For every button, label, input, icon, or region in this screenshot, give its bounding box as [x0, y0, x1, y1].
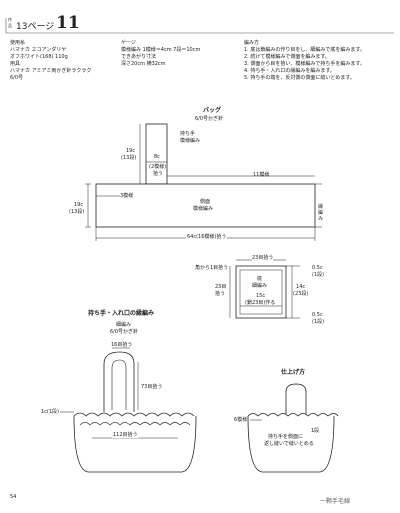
handle-height: 19c	[126, 148, 136, 154]
bag-side-shape	[95, 183, 316, 228]
method-title: 編み方	[244, 40, 260, 46]
gauge-value: 模様編み 1模様＝4cm 7段＝10cm	[121, 47, 201, 53]
edge-handle-side: 73目拾う	[141, 384, 163, 390]
edge-scallop-inner	[79, 422, 191, 426]
materials-color: オフホワイト(168) 110g	[10, 54, 68, 60]
tools-hook-size: 6/0号	[10, 75, 24, 81]
finish-six-patterns: 6模様	[234, 417, 248, 423]
edge-hook: 6/0号かぎ針	[110, 329, 139, 335]
bottom-stitch: 細編み	[252, 283, 268, 289]
page-number: 54	[10, 494, 17, 500]
edge-scallop	[73, 412, 195, 417]
corner-pickup: 角から1目拾う	[195, 265, 229, 271]
side-rows: (13段)	[69, 209, 85, 215]
finish-note-2: 返し縫いで縫いとめる	[264, 441, 314, 447]
side-title: 側面	[200, 199, 211, 205]
bottom-outer	[235, 265, 287, 319]
bottom-left-stitches: 23目	[215, 284, 227, 290]
tools-hook: ハマナカ アミアミ両かぎ針ラクラク	[10, 68, 92, 74]
method-step-1: 1. 底は鎖編みの作り目をし、細編みで底を編みます。	[244, 47, 365, 53]
materials-yarn: ハマナカ エコアンダリヤ	[10, 47, 67, 53]
watermark: 一颗手毛線	[320, 498, 351, 505]
edge-bottom: 112目拾う	[112, 432, 139, 438]
finish-bag-body	[247, 415, 335, 473]
side-height: 19c	[74, 202, 84, 208]
handle-width-patterns: (2模様)	[149, 164, 167, 170]
handle-width: 8c	[154, 154, 160, 160]
handle-rows: (13段)	[121, 155, 137, 161]
handle-label: 持ち手	[180, 131, 196, 137]
edge-bag-body	[73, 415, 197, 473]
side-pattern: 模様編み	[193, 206, 214, 212]
size-value: 深さ20cm 横32cm	[121, 61, 166, 67]
bottom-inner	[239, 269, 283, 315]
method-step-5: 5. 持ち手の端を、反対側の側面に縫いとめます。	[244, 75, 355, 81]
bottom-border-bottom-rows: (1段)	[312, 319, 325, 325]
pattern-number: 11	[56, 13, 80, 33]
bottom-width: 15c	[256, 293, 266, 299]
handle-pattern: 模様編み	[180, 138, 201, 144]
method-step-4: 4. 持ち手・入れ口の縁編みを編みます。	[244, 68, 335, 74]
header-side-kana: 作品	[8, 17, 12, 28]
gauge-title: ゲージ	[121, 40, 136, 46]
materials-title: 使用糸	[10, 40, 26, 46]
side-bottom-pickup: 64c(16模様)拾う	[186, 234, 228, 240]
finish-one-row: 1段	[311, 428, 320, 434]
edge-left: 1c(1段)	[41, 409, 60, 415]
bottom-border-top: 0.5c	[312, 265, 323, 271]
finish-title: 仕上げ方	[281, 369, 306, 376]
edge-handle-top: 16目拾う	[111, 342, 133, 348]
side-pattern-count: 11模様	[253, 172, 270, 178]
bottom-top-pickup: 23目拾う	[252, 255, 274, 261]
bottom-title: 底	[257, 276, 263, 282]
edge-label: 縁編み	[318, 204, 324, 222]
bottom-border-bottom: 0.5c	[312, 312, 323, 318]
tools-title: 用具	[10, 61, 21, 67]
handle-pickup: 拾う	[153, 171, 164, 177]
bottom-border-top-rows: (1段)	[312, 272, 325, 278]
page-reference: 13ページ	[16, 22, 55, 32]
method-step-2: 2. 続けて模様編みで側面を編みます。	[244, 54, 330, 60]
three-patterns: 3模様	[120, 193, 134, 199]
bottom-left-pickup: 拾う	[215, 291, 226, 297]
finish-note-1: 持ち手を側面に	[268, 434, 304, 440]
bottom-chain: (鎖23目)作る	[245, 300, 276, 306]
edge-stitch: 細編み	[116, 322, 132, 328]
method-step-3: 3. 側面から目を拾い、模様編みで持ち手を編みます。	[244, 61, 365, 67]
bottom-depth-rows: (23段)	[293, 291, 309, 297]
edge-title: 持ち手・入れ口の縁編み	[88, 310, 155, 317]
bag-title: バッグ	[203, 107, 222, 114]
bag-hook: 6/0号かぎ針	[195, 116, 224, 122]
finish-handle	[285, 383, 307, 414]
bottom-depth: 14c	[296, 284, 306, 290]
size-title: できあがり寸法	[121, 54, 157, 60]
edge-handle	[103, 351, 135, 412]
